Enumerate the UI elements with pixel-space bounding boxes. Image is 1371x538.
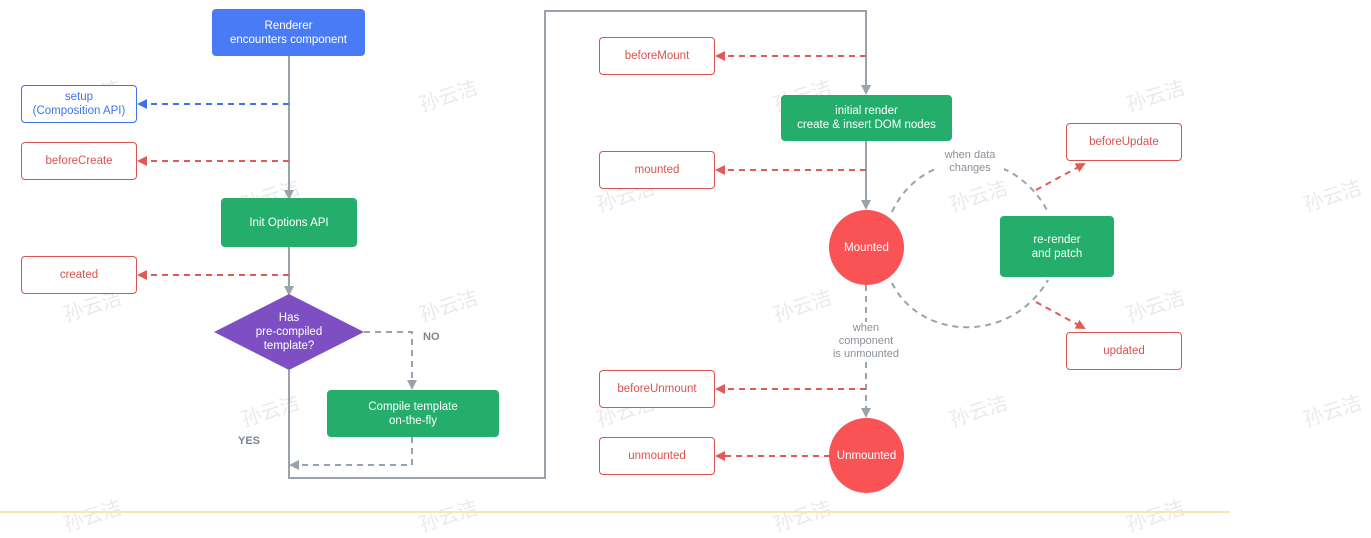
before-update-hook: beforeUpdate xyxy=(1066,123,1182,161)
flow-no-path xyxy=(364,331,417,390)
mounted-state: Mounted xyxy=(829,210,904,285)
before-unmount-hook: beforeUnmount xyxy=(599,370,715,408)
no-label: NO xyxy=(423,331,440,343)
initial-render-node: initial render create & insert DOM nodes xyxy=(781,95,952,141)
init-options-node: Init Options API xyxy=(221,198,357,247)
update-loop-top xyxy=(891,160,1049,213)
hook-arrow-beforeupdate xyxy=(1035,163,1086,191)
created-hook: created xyxy=(21,256,137,294)
template-decision-diamond xyxy=(214,294,364,370)
template-decision-label: Has pre-compiled template? xyxy=(255,312,323,352)
setup-hook: setup (Composition API) xyxy=(21,85,137,123)
compile-template-node: Compile template on-the-fly xyxy=(327,390,499,437)
before-mount-hook: beforeMount xyxy=(599,37,715,75)
unmounted-hook: unmounted xyxy=(599,437,715,475)
when-data-changes-label: when data changes xyxy=(936,149,1004,175)
when-unmounted-label: when component is unmounted xyxy=(826,322,906,361)
update-loop-bottom xyxy=(891,279,1049,329)
flow-compile-return xyxy=(289,437,413,470)
yes-label: YES xyxy=(238,435,261,447)
renderer-node: Renderer encounters component xyxy=(212,9,365,56)
mounted-hook: mounted xyxy=(599,151,715,189)
bottom-divider xyxy=(0,511,1230,513)
hook-arrow-updated xyxy=(1035,301,1086,329)
rerender-node: re-render and patch xyxy=(1000,216,1114,277)
before-create-hook: beforeCreate xyxy=(21,142,137,180)
unmounted-state: Unmounted xyxy=(829,418,904,493)
updated-hook: updated xyxy=(1066,332,1182,370)
